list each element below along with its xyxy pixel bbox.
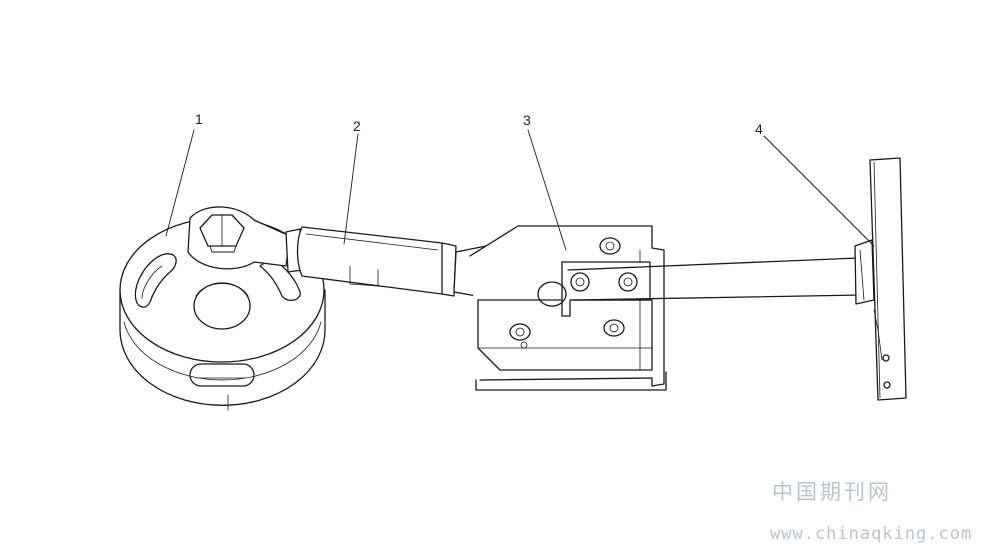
- callout-2: 2: [353, 118, 361, 134]
- leader-line-3: [527, 129, 567, 251]
- part-4-bracket: [854, 157, 907, 401]
- callout-3: 3: [523, 112, 531, 128]
- watermark-site-name: 中国期刊网: [772, 480, 892, 504]
- part-3-mounting-block: [469, 225, 667, 391]
- leader-line-1: [165, 129, 195, 237]
- callout-1: 1: [195, 111, 203, 127]
- watermark-url: www.chinaqking.com: [770, 524, 973, 544]
- leader-line-4: [763, 135, 875, 247]
- leader-line-2: [343, 133, 359, 245]
- callout-4: 4: [755, 121, 763, 137]
- leader-lines: [165, 129, 875, 251]
